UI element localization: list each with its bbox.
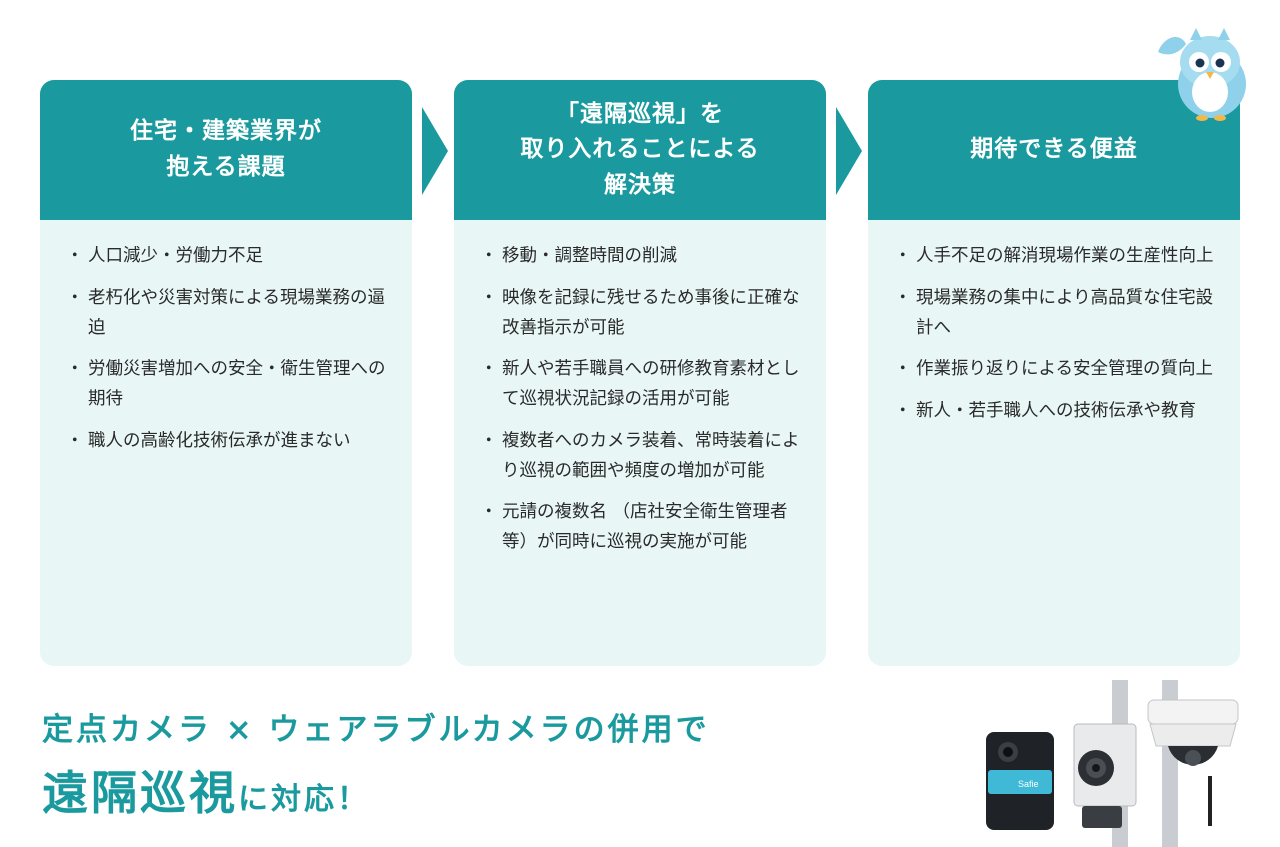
card-header: 期待できる便益 <box>868 80 1240 220</box>
tagline: 定点カメラ × ウェアラブルカメラの併用で 遠隔巡視に対応！ <box>42 704 710 823</box>
camera-brand-label: Safie <box>1018 779 1039 789</box>
list-item: 現場業務の集中により高品質な住宅設計へ <box>894 284 1218 344</box>
list-item: 職人の高齢化技術伝承が進まない <box>66 427 390 457</box>
card-header: 住宅・建築業界が 抱える課題 <box>40 80 412 220</box>
card-title: 「遠隔巡視」を 取り入れることによる 解決策 <box>520 100 760 198</box>
card-body: 人口減少・労働力不足 老朽化や災害対策による現場業務の逼迫 労働災害増加への安全… <box>40 220 412 457</box>
list-item: 元請の複数名 （店社安全衛生管理者等）が同時に巡視の実施が可能 <box>480 498 804 558</box>
card-body: 人手不足の解消現場作業の生産性向上 現場業務の集中により高品質な住宅設計へ 作業… <box>868 220 1240 427</box>
bullet-list: 移動・調整時間の削減 映像を記録に残せるため事後に正確な改善指示が可能 新人や若… <box>480 242 804 558</box>
card-benefits: 期待できる便益 人手不足の解消現場作業の生産性向上 現場業務の集中により高品質な… <box>868 80 1240 666</box>
flow-columns: 住宅・建築業界が 抱える課題 人口減少・労働力不足 老朽化や災害対策による現場業… <box>40 80 1240 666</box>
card-solutions: 「遠隔巡視」を 取り入れることによる 解決策 移動・調整時間の削減 映像を記録に… <box>454 80 826 666</box>
list-item: 複数者へのカメラ装着、常時装着により巡視の範囲や頻度の増加が可能 <box>480 427 804 487</box>
list-item: 新人・若手職人への技術伝承や教育 <box>894 397 1218 427</box>
bullet-list: 人手不足の解消現場作業の生産性向上 現場業務の集中により高品質な住宅設計へ 作業… <box>894 242 1218 427</box>
list-item: 移動・調整時間の削減 <box>480 242 804 272</box>
owl-mascot-icon <box>1158 28 1246 121</box>
list-item: 労働災害増加への安全・衛生管理への期待 <box>66 355 390 415</box>
wearable-camera-icon: Safie <box>986 732 1054 830</box>
card-title: 期待できる便益 <box>970 136 1138 163</box>
dome-camera-icon <box>1147 699 1239 826</box>
camera-products: Safie <box>986 680 1239 847</box>
arrow-right-icon <box>836 107 862 195</box>
card-body: 移動・調整時間の削減 映像を記録に残せるため事後に正確な改善指示が可能 新人や若… <box>454 220 826 558</box>
list-item: 作業振り返りによる安全管理の質向上 <box>894 355 1218 385</box>
tagline-emphasis: 遠隔巡視 <box>42 766 238 820</box>
tagline-line-2: 遠隔巡視に対応！ <box>42 757 710 823</box>
fixed-camera-icon <box>1073 723 1137 828</box>
list-item: 新人や若手職員への研修教育素材として巡視状況記録の活用が可能 <box>480 355 804 415</box>
list-item: 老朽化や災害対策による現場業務の逼迫 <box>66 284 390 344</box>
card-title: 住宅・建築業界が 抱える課題 <box>130 118 322 180</box>
list-item: 映像を記録に残せるため事後に正確な改善指示が可能 <box>480 284 804 344</box>
tagline-line-1: 定点カメラ × ウェアラブルカメラの併用で <box>42 712 710 748</box>
list-item: 人手不足の解消現場作業の生産性向上 <box>894 242 1218 272</box>
card-header: 「遠隔巡視」を 取り入れることによる 解決策 <box>454 80 826 220</box>
card-challenges: 住宅・建築業界が 抱える課題 人口減少・労働力不足 老朽化や災害対策による現場業… <box>40 80 412 666</box>
arrow-right-icon <box>422 107 448 195</box>
tagline-suffix: に対応！ <box>238 782 370 817</box>
list-item: 人口減少・労働力不足 <box>66 242 390 272</box>
bullet-list: 人口減少・労働力不足 老朽化や災害対策による現場業務の逼迫 労働災害増加への安全… <box>66 242 390 457</box>
